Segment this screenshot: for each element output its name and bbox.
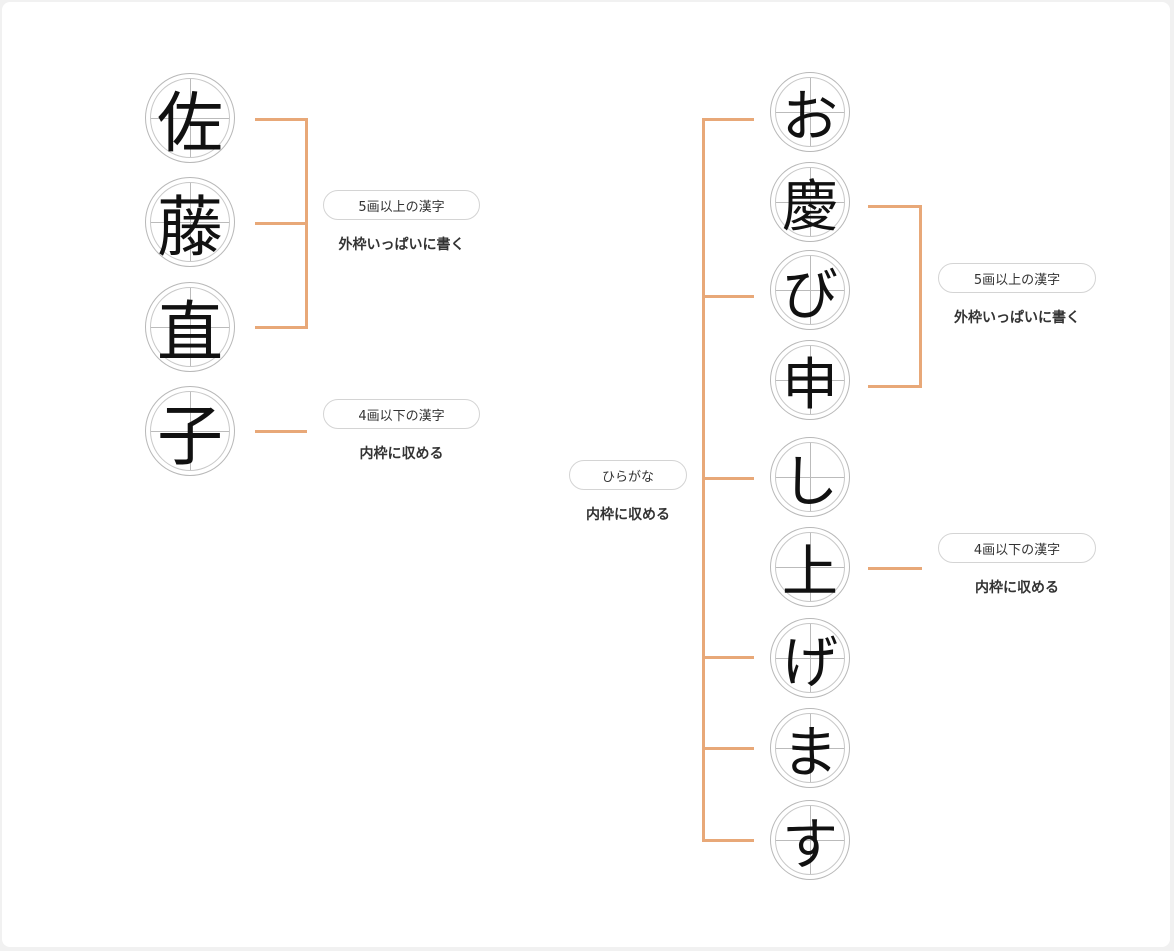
bracket-line [702, 477, 754, 480]
note-hiragana: 内枠に収める [586, 507, 670, 523]
inner-ring [775, 442, 845, 512]
note-large-kanji: 外枠いっぱいに書く [338, 237, 465, 253]
character-seal: 藤 [145, 177, 235, 267]
character-seal: 申 [770, 340, 850, 420]
note-large-kanji-right: 外枠いっぱいに書く [954, 310, 1080, 326]
bracket-line [702, 839, 754, 842]
guide-line [810, 77, 811, 147]
badge-hiragana: ひらがな [569, 460, 687, 490]
handwritten-character: び [782, 262, 838, 328]
handwritten-character: 直 [157, 294, 223, 371]
bracket-line [702, 656, 754, 659]
inner-ring [775, 623, 845, 693]
character-seal: 子 [145, 386, 235, 476]
inner-ring [775, 255, 845, 325]
inner-ring [775, 805, 845, 875]
handwritten-character: 子 [157, 398, 223, 475]
guide-line [190, 79, 191, 157]
guide-line [190, 183, 191, 261]
inner-ring [150, 391, 230, 471]
guide-line [810, 532, 811, 602]
inner-ring [775, 713, 845, 783]
note-small-kanji: 内枠に収める [359, 446, 444, 462]
handwritten-character: お [782, 84, 838, 150]
character-seal: 慶 [770, 162, 850, 242]
inner-ring [150, 182, 230, 262]
character-seal: 上 [770, 527, 850, 607]
bracket-line [255, 430, 307, 433]
inner-ring [775, 532, 845, 602]
bracket-line [702, 118, 754, 121]
guide-line [810, 713, 811, 783]
bracket-line [868, 205, 922, 208]
guide-line [190, 288, 191, 366]
handwritten-character: 上 [782, 539, 838, 605]
character-seal: お [770, 72, 850, 152]
inner-ring [775, 77, 845, 147]
inner-ring [775, 345, 845, 415]
bracket-line [702, 747, 754, 750]
badge-small-kanji: 4画以下の漢字 [323, 399, 480, 429]
bracket-line [305, 118, 308, 329]
bracket-line [919, 205, 922, 388]
bracket-line [868, 567, 922, 570]
handwritten-character: し [782, 449, 838, 515]
inner-ring [775, 167, 845, 237]
bracket-line [702, 295, 754, 298]
handwritten-character: げ [782, 630, 838, 696]
bracket-line [702, 118, 705, 842]
badge-large-kanji: 5画以上の漢字 [323, 190, 480, 220]
character-seal: ま [770, 708, 850, 788]
handwritten-character: 申 [782, 352, 838, 418]
character-seal: し [770, 437, 850, 517]
character-seal: げ [770, 618, 850, 698]
guide-line [810, 255, 811, 325]
character-seal: 佐 [145, 73, 235, 163]
handwritten-character: ま [782, 720, 838, 786]
handwritten-character: 佐 [157, 85, 223, 162]
guide-line [190, 392, 191, 470]
inner-ring [150, 78, 230, 158]
handwritten-character: 慶 [782, 174, 838, 240]
guide-line [810, 345, 811, 415]
guide-line [810, 623, 811, 693]
bracket-line [255, 222, 307, 225]
bracket-line [255, 326, 307, 329]
character-seal: び [770, 250, 850, 330]
note-small-kanji-right: 内枠に収める [975, 580, 1059, 596]
bracket-line [255, 118, 307, 121]
guide-line [810, 442, 811, 512]
badge-small-kanji-right: 4画以下の漢字 [938, 533, 1096, 563]
badge-large-kanji-right: 5画以上の漢字 [938, 263, 1096, 293]
guide-line [810, 167, 811, 237]
character-seal: す [770, 800, 850, 880]
bracket-line [868, 385, 922, 388]
handwritten-character: す [782, 812, 838, 878]
handwritten-character: 藤 [157, 189, 223, 266]
guide-line [810, 805, 811, 875]
inner-ring [150, 287, 230, 367]
character-seal: 直 [145, 282, 235, 372]
